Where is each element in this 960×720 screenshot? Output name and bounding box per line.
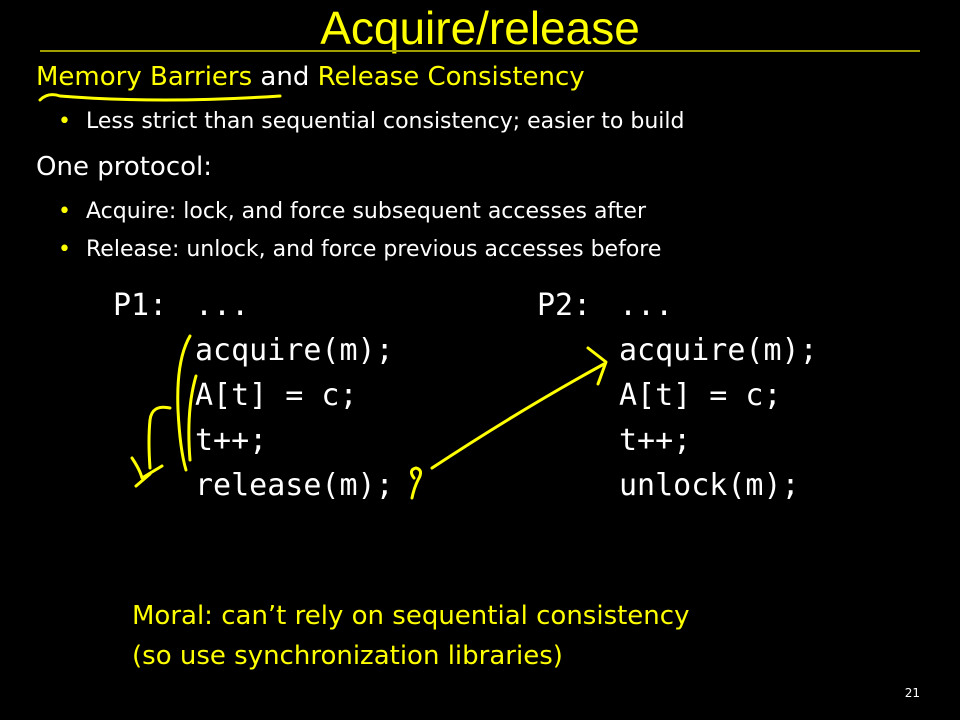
loop-stroke: [409, 466, 423, 500]
bracket-stroke: [187, 374, 198, 462]
p2-label: P2:: [537, 288, 592, 323]
p2-code-line: t++;: [619, 423, 692, 458]
arrowhead-stroke: [586, 346, 608, 386]
tick-mark: [130, 456, 164, 480]
page-number: 21: [904, 686, 920, 700]
bullet-icon: •: [58, 237, 71, 262]
moral-line: (so use synchronization libraries): [132, 641, 563, 671]
moral-line: Moral: can’t rely on sequential consiste…: [132, 601, 690, 631]
p1-code-line: t++;: [195, 423, 268, 458]
p1-code-line: ...: [195, 288, 250, 323]
bullet-text: Release: unlock, and force previous acce…: [86, 237, 662, 262]
heading-term-release-consistency: Release Consistency: [317, 62, 585, 92]
p1-code-line: A[t] = c;: [195, 378, 358, 413]
bullet-icon: •: [58, 199, 71, 224]
bullet-text: Acquire: lock, and force subsequent acce…: [86, 199, 646, 224]
p2-code-line: ...: [619, 288, 674, 323]
bullet-text: Less strict than sequential consistency;…: [86, 109, 685, 134]
title-divider: [40, 50, 920, 52]
underline-stroke: [38, 93, 282, 102]
heading-term-memory-barriers: Memory Barriers: [36, 62, 253, 92]
heading-one-protocol: One protocol:: [36, 152, 213, 182]
bracket-stroke: [176, 334, 192, 472]
tick-mark: [134, 472, 152, 488]
bullet-item: • Release: unlock, and force previous acc…: [58, 237, 661, 262]
p2-code-line: A[t] = c;: [619, 378, 782, 413]
heading-connector: and: [252, 62, 318, 92]
p1-label: P1:: [113, 288, 168, 323]
p1-code-line: acquire(m);: [195, 333, 394, 368]
bullet-item: • Acquire: lock, and force subsequent acc…: [58, 199, 646, 224]
p1-code-line: release(m);: [195, 468, 394, 503]
heading-memory-barriers: Memory Barriers and Release Consistency: [36, 62, 585, 92]
bullet-icon: •: [58, 109, 71, 134]
slide-title: Acquire/release: [320, 2, 640, 54]
bullet-item: • Less strict than sequential consistency…: [58, 109, 684, 134]
p2-code-line: unlock(m);: [619, 468, 800, 503]
arrow-stroke: [430, 362, 606, 470]
p2-code-line: acquire(m);: [619, 333, 818, 368]
tick-mark: [147, 405, 172, 470]
